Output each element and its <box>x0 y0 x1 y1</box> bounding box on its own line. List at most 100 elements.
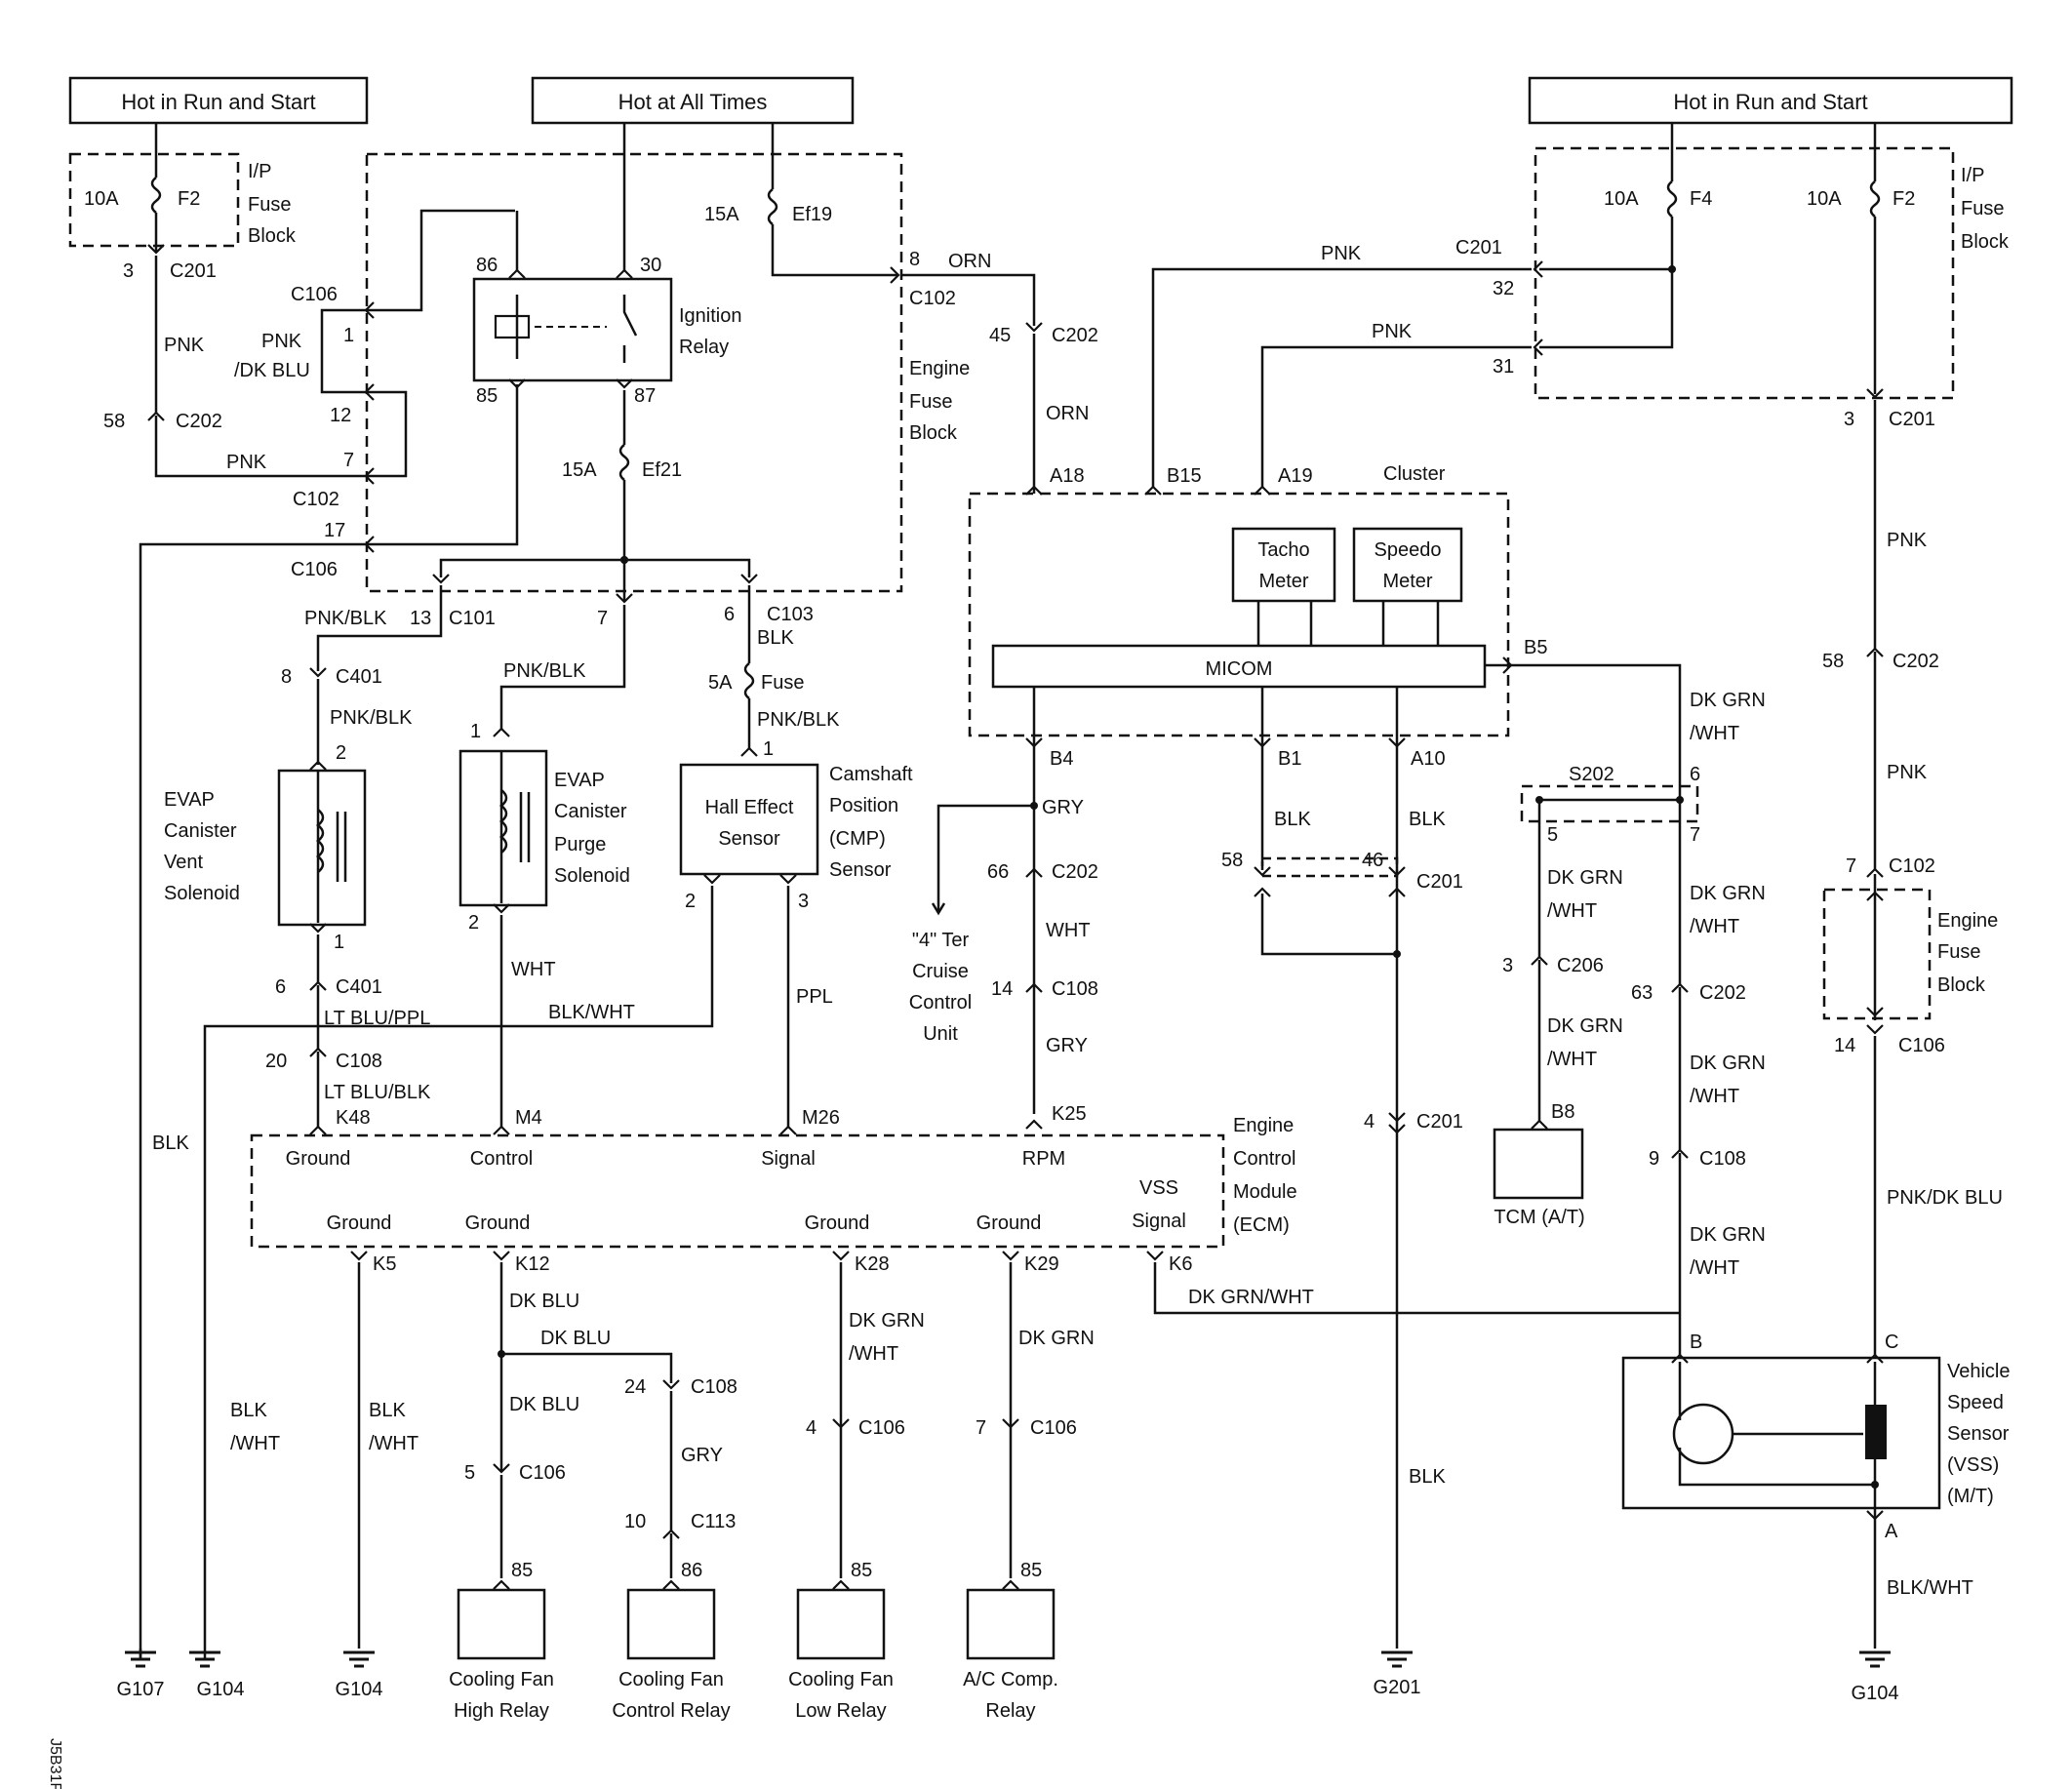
ecm-pin-label: K12 <box>515 1253 550 1275</box>
wire-color-label: /WHT <box>849 1343 898 1365</box>
pin-label: 6 <box>275 976 286 998</box>
figure-id: J5B31F02 <box>47 1738 63 1789</box>
fuse-ef21-name: Ef21 <box>642 459 682 481</box>
connector-label: C401 <box>336 976 382 998</box>
connector-label: C102 <box>909 288 956 309</box>
connector-label: C201 <box>1455 237 1502 258</box>
pin-label: 8 <box>909 249 920 270</box>
wire-color-label: BLK/WHT <box>548 1002 635 1023</box>
ip-fuse-block-left-label-3: Block <box>248 225 297 247</box>
pin-label: 4 <box>806 1417 817 1439</box>
ignition-relay <box>472 277 673 382</box>
pin-label: 31 <box>1493 356 1514 378</box>
power-source-left-label: Hot in Run and Start <box>121 90 315 114</box>
speedo-label: Meter <box>1382 571 1432 592</box>
wire-color-label: ORN <box>1046 403 1089 424</box>
ecm-bottom-pin-label: Ground <box>976 1213 1042 1234</box>
wire-color-label: /WHT <box>1690 723 1739 744</box>
pin-label: 2 <box>336 742 346 764</box>
fuse-f2-right <box>1869 180 1881 218</box>
evap-purge-label: Solenoid <box>554 865 630 887</box>
wire-color-label: PNK <box>1321 243 1362 264</box>
splice-s202 <box>1520 784 1699 823</box>
ecm-label: Engine <box>1233 1115 1294 1136</box>
hall-effect-sensor <box>679 763 819 876</box>
ground-label: G104 <box>1852 1683 1899 1704</box>
pin-label: 3 <box>123 260 134 282</box>
pin-label: 1 <box>343 325 354 346</box>
tcm-module <box>1493 1128 1584 1200</box>
connector-label: C102 <box>1889 855 1935 877</box>
pin-label: 1 <box>470 721 481 742</box>
ground-label: G107 <box>117 1679 165 1700</box>
connector-label: C108 <box>1699 1148 1746 1170</box>
wire-color-label: PNK/BLK <box>330 707 413 729</box>
evap-purge-label: EVAP <box>554 770 605 791</box>
ignition-relay-label-1: Ignition <box>679 305 742 327</box>
tacho-label: Tacho <box>1257 539 1309 561</box>
ip-fuse-block-right-label: I/P <box>1961 165 1984 186</box>
wire-color-label: BLK <box>1409 809 1446 830</box>
ecm-top-pin-label: RPM <box>1022 1148 1065 1170</box>
connector-label: C206 <box>1557 955 1604 976</box>
ecm-pin-label: K25 <box>1052 1103 1087 1125</box>
pin-label: A18 <box>1050 465 1085 487</box>
evap-purge-label: Canister <box>554 801 627 822</box>
pin-label: A <box>1885 1521 1898 1542</box>
connector-label: C106 <box>519 1462 566 1484</box>
wire-color-label: BLK <box>757 627 794 649</box>
engine-fuse-block-right-label: Block <box>1937 974 1986 996</box>
cmp-sensor-label: (CMP) <box>829 828 886 850</box>
relay-label: Low Relay <box>795 1700 886 1722</box>
connector-label: C106 <box>291 284 338 305</box>
pin-label: C <box>1885 1332 1898 1353</box>
fuse-f2-left-rating: 10A <box>84 188 119 210</box>
wire-color-label: /WHT <box>230 1433 280 1454</box>
pin-label: A19 <box>1278 465 1313 487</box>
wire-color-label: /WHT <box>1690 1257 1739 1279</box>
pin-label: B1 <box>1278 748 1301 770</box>
wire-color-label: WHT <box>1046 920 1091 941</box>
relay-label: Cooling Fan <box>449 1669 554 1690</box>
splice-label: S202 <box>1569 764 1614 785</box>
wire-color-label: /DK BLU <box>234 360 310 381</box>
vss-label: Vehicle <box>1947 1361 2011 1382</box>
connector-label: C106 <box>1898 1035 1945 1056</box>
wire-color-label: /WHT <box>1690 1086 1739 1107</box>
pin-label: 4 <box>1364 1111 1375 1133</box>
pin-label: 6 <box>724 604 735 625</box>
ecm-label: Module <box>1233 1181 1297 1203</box>
vss-label: Sensor <box>1947 1423 2010 1445</box>
relay-pin-label: 86 <box>681 1560 702 1581</box>
relay-ac-compressor: 85 A/C Comp. Relay <box>963 1560 1058 1722</box>
evap-purge-label: Purge <box>554 834 606 855</box>
ecm-pin-label: K48 <box>336 1107 371 1129</box>
power-source-right-label: Hot in Run and Start <box>1673 90 1867 114</box>
relay-cooling-fan-control: 86 Cooling Fan Control Relay <box>612 1560 730 1722</box>
ground-g104-left: G104 <box>187 1650 244 1700</box>
wire-color-label: LT BLU/PPL <box>324 1008 430 1029</box>
power-source-all-times <box>531 76 855 125</box>
pin-label: 7 <box>1690 824 1700 846</box>
micom-module <box>991 644 1487 689</box>
wire-color-label: LT BLU/BLK <box>324 1082 431 1103</box>
pin-label: A10 <box>1411 748 1446 770</box>
relay-pin-label: 85 <box>476 385 498 407</box>
connector-label: C202 <box>176 411 222 432</box>
wire-color-label: /WHT <box>369 1433 418 1454</box>
relay-pin-label: 85 <box>1020 1560 1042 1581</box>
pin-label: 7 <box>343 450 354 471</box>
connector-label: C108 <box>336 1051 382 1072</box>
fuse-ef21-rating: 15A <box>562 459 597 481</box>
pin-label: 7 <box>597 608 608 629</box>
relay-pin-label: 87 <box>634 385 656 407</box>
pin-label: 2 <box>468 912 479 934</box>
pin-label: 1 <box>763 738 774 760</box>
ip-fuse-block-left-label-2: Fuse <box>248 194 291 216</box>
wire-color-label: PNK/BLK <box>304 608 387 629</box>
wire-color-label: DK BLU <box>540 1328 611 1349</box>
pin-label: 24 <box>624 1376 646 1398</box>
relay-cooling-fan-low: 85 Cooling Fan Low Relay <box>788 1560 894 1722</box>
pin-label: B5 <box>1524 637 1547 658</box>
wire-color-label: WHT <box>511 959 556 980</box>
